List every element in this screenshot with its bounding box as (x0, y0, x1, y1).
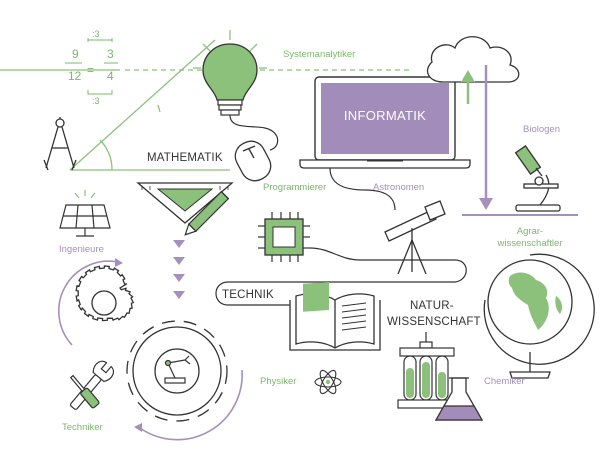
technik-label: TECHNIK (222, 289, 274, 301)
triangle-ruler-icon (136, 182, 234, 224)
chemiker-label: Chemiker (484, 376, 525, 387)
systemanalytiker-label: Systemanalytiker (283, 49, 355, 60)
physiker-label: Physiker (260, 376, 296, 387)
fraction-top-div: :3 (92, 29, 100, 39)
pencil-icon (184, 190, 230, 236)
laptop-screen (321, 83, 449, 154)
solar-panel-icon (59, 190, 111, 237)
fraction-left-num: 9 (72, 47, 79, 61)
natur-label-line2: WISSENSCHAFT (387, 316, 481, 328)
telescope-icon (384, 200, 446, 275)
microscope-icon (514, 145, 561, 212)
purple-down-arrows (173, 240, 185, 299)
ingenieure-label: Ingenieure (59, 244, 104, 255)
technik-cable (215, 247, 467, 306)
test-tubes-icon (397, 332, 455, 409)
natur-label-line1: NATUR- (410, 300, 454, 312)
techniker-label: Techniker (62, 422, 103, 433)
purple-cycle-arcs (58, 258, 243, 441)
fraction-left-den: 12 (68, 69, 82, 83)
astronomen-label: Astronomen (373, 182, 424, 193)
laptop-icon: INFORMATIK (299, 76, 471, 169)
globe-icon (483, 253, 595, 379)
informatik-label: INFORMATIK (344, 108, 426, 123)
agrar-label-line1: Agrar- (517, 226, 543, 237)
green-guide-lines (0, 39, 410, 171)
cpu-chip-icon (258, 212, 310, 262)
light-bulb-icon (193, 30, 279, 151)
large-gear-icon (126, 320, 228, 422)
fraction-bottom-div: :3 (92, 96, 100, 106)
atom-icon (314, 369, 342, 395)
fraction-right-den: 4 (107, 69, 114, 83)
cloud-icon (426, 36, 520, 83)
robot-arm-icon (164, 355, 191, 384)
computer-mouse-icon (234, 140, 272, 182)
wrench-screwdriver-icon (69, 360, 114, 410)
agrar-label-line2: wissenschaftler (497, 238, 563, 249)
fraction-eq: = (87, 63, 94, 77)
compass-icon (43, 117, 77, 171)
programmierer-label: Programmierer (263, 182, 326, 193)
fraction-equation: :3 9 12 = 3 4 :3 (65, 29, 118, 106)
laptop-cable (329, 167, 396, 211)
small-gear-icon (75, 265, 135, 322)
open-book-icon (289, 281, 381, 351)
fraction-right-num: 3 (107, 47, 114, 61)
flask-icon (434, 377, 484, 421)
mathematik-label: MATHEMATIK (147, 152, 223, 164)
biologen-label: Biologen (523, 124, 560, 135)
cloud-arrows (461, 65, 578, 216)
